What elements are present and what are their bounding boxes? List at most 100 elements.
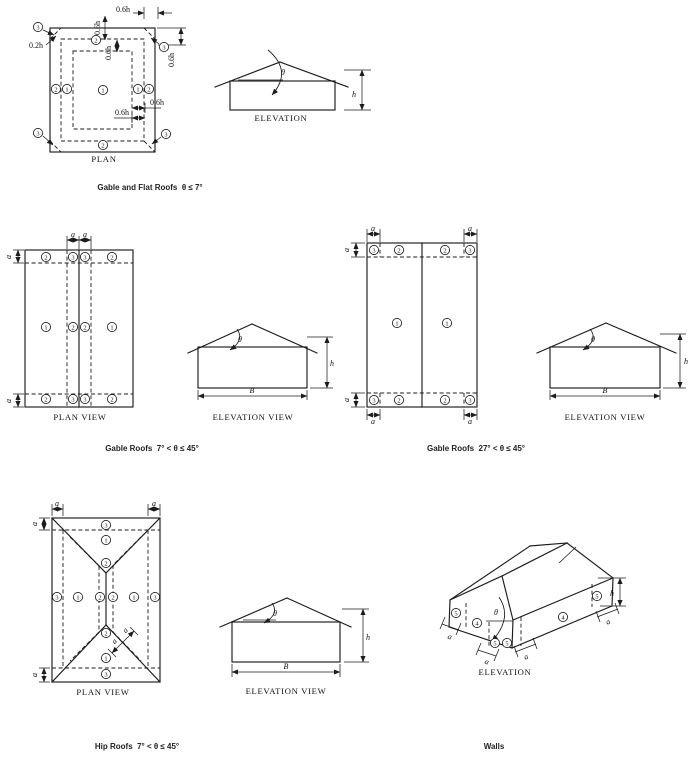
caption-walls: Walls (484, 742, 505, 751)
dim-label-h: h (366, 633, 370, 642)
dim-06h-bottom-right-1: 0.6h (131, 98, 164, 113)
dim-a-top-right: a (463, 224, 478, 242)
caption-hip: Hip Roofs 7° < θ ≤ 45° (95, 742, 179, 751)
dim-h: h (660, 333, 688, 389)
dim-06h-inner-vert: 0.6h (104, 39, 120, 60)
zone-3-marker: 3 (464, 244, 476, 256)
zone-3-marker: 3 (368, 244, 380, 256)
dim-label-B: B (284, 662, 289, 671)
svg-text:3: 3 (468, 397, 471, 404)
zone-2-marker: 2 (106, 251, 118, 263)
zone-3-marker: 3 (79, 393, 91, 405)
zone-1-marker: 1 (100, 652, 112, 664)
zone-2-marker: 2 (143, 83, 155, 95)
svg-text:1: 1 (76, 594, 79, 601)
svg-text:1: 1 (110, 324, 113, 331)
dim-label-06h: 0.6h (167, 53, 176, 67)
zone-2-marker: 2 (439, 394, 451, 406)
gable7-plan-diagram: a a a a 2 3 3 2 1 2 2 1 2 3 3 2 PLAN VIE… (4, 230, 134, 422)
svg-text:2: 2 (397, 247, 400, 254)
gable27-elevation-diagram: θ B h ELEVATION VIEW (536, 322, 688, 422)
svg-text:3: 3 (104, 671, 107, 678)
dim-a-gable-left: a (439, 616, 462, 642)
zone-5-marker: 5 (501, 637, 513, 649)
zone-5-marker: 5 (591, 590, 603, 602)
zone-3-marker: 3 (100, 519, 112, 531)
dim-label-a: a (342, 398, 351, 402)
flat-plan-label: PLAN (91, 154, 116, 164)
dim-label-a: a (342, 248, 351, 252)
dim-a-top-right: a (147, 499, 161, 516)
zone3-leader-arrows (42, 29, 162, 146)
dim-label-B: B (603, 386, 608, 395)
gable27-plan-diagram: a a a a a a (342, 224, 478, 426)
svg-text:4: 4 (475, 620, 479, 627)
hip-elevation-diagram: θ B h ELEVATION VIEW (219, 597, 370, 696)
svg-text:3: 3 (71, 396, 74, 403)
theta-label: θ (273, 609, 277, 618)
dim-B: B (197, 386, 308, 400)
zone-3-marker: 3 (100, 668, 112, 680)
dim-label-06h: 0.6h (150, 98, 164, 107)
dim-label-a: a (55, 499, 59, 508)
dim-02h-corner: 0.2h (29, 35, 57, 50)
zone-2-marker: 2 (40, 251, 52, 263)
zone-2-marker: 2 (439, 244, 451, 256)
zone-5-marker: 5 (489, 637, 501, 649)
svg-text:2: 2 (111, 594, 114, 601)
svg-text:2: 2 (443, 397, 446, 404)
dim-a-top-left: a (366, 224, 381, 242)
theta-label: θ (591, 335, 595, 344)
zone-2-marker: 2 (106, 393, 118, 405)
zone-2-marker: 2 (40, 393, 52, 405)
zone-2-marker: 2 (393, 244, 405, 256)
zone-4-marker: 4 (471, 617, 483, 629)
svg-text:2: 2 (104, 560, 107, 567)
svg-text:3: 3 (372, 247, 375, 254)
walls-isometric-diagram: θ h a a a a (439, 542, 626, 677)
svg-text:2: 2 (44, 254, 47, 261)
zone-2-marker: 2 (67, 321, 79, 333)
svg-text:2: 2 (44, 396, 47, 403)
flat-roof-elevation-diagram: θ h ELEVATION (214, 49, 371, 123)
zone-3-marker: 3 (32, 21, 44, 33)
svg-text:1: 1 (136, 86, 139, 93)
dim-a-hip-offset: a a (107, 626, 139, 658)
svg-text:2: 2 (110, 254, 113, 261)
zone-3-marker: 3 (67, 393, 79, 405)
walls-elevation-label: ELEVATION (479, 667, 532, 677)
svg-text:5: 5 (595, 593, 598, 600)
dim-a-corner-right: a (513, 637, 538, 662)
gable7-elevation-diagram: θ B h ELEVATION VIEW (187, 323, 334, 422)
flat-elevation-label: ELEVATION (255, 113, 308, 123)
svg-text:5: 5 (454, 610, 457, 617)
svg-text:2: 2 (94, 37, 97, 44)
zone-1-marker: 1 (100, 534, 112, 546)
hip-elevation-label: ELEVATION VIEW (246, 686, 327, 696)
zone-1-marker: 1 (441, 317, 453, 329)
flat-roof-plan-diagram: 0.6h 0.6h 0.6h 0.6h 0.2h 0.6h (29, 5, 186, 164)
dim-06h-bottom-right-2: 0.6h (114, 108, 146, 123)
svg-text:3: 3 (55, 594, 58, 601)
dim-a-bottom-right: a (463, 409, 478, 426)
dim-label-06h: 0.6h (116, 5, 130, 14)
dim-a-bottom-left: a (366, 409, 381, 426)
dim-label-h: h (330, 359, 334, 368)
dim-label-a: a (121, 626, 130, 635)
caption-gable27: Gable Roofs 27° < θ ≤ 45° (427, 444, 525, 453)
svg-text:3: 3 (36, 24, 39, 31)
svg-text:3: 3 (36, 130, 39, 137)
svg-text:2: 2 (98, 594, 101, 601)
dim-a-left-bottom: a (342, 392, 365, 408)
dim-label-a: a (468, 224, 472, 233)
dim-label-a: a (83, 230, 87, 239)
zone-3-marker: 3 (67, 251, 79, 263)
svg-text:2: 2 (443, 247, 446, 254)
dim-h: h (342, 608, 370, 663)
svg-text:1: 1 (132, 594, 135, 601)
zone-3-marker: 3 (158, 41, 170, 53)
svg-text:5: 5 (493, 640, 496, 647)
dim-label-B: B (250, 386, 255, 395)
dim-label-a: a (152, 499, 156, 508)
